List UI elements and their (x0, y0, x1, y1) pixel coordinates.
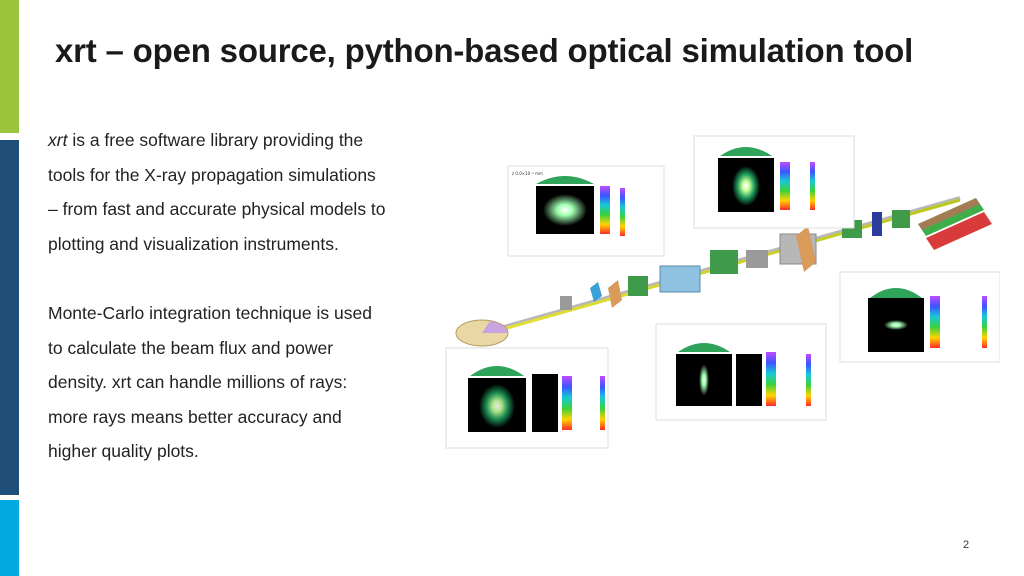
xrt-emphasis: xrt (48, 130, 68, 150)
beam-profile-plot (693, 135, 855, 229)
accent-bar-bottom (0, 500, 19, 576)
slide-title: xrt – open source, python-based optical … (55, 32, 914, 69)
beamline-figure: z 0.0×10⁻⁴ mm (445, 135, 1000, 449)
slit-element (560, 296, 572, 310)
aperture-element (628, 276, 648, 296)
accent-bar-top (0, 0, 19, 133)
text-line: Monte-Carlo integration technique is use… (48, 303, 372, 323)
text-line: tools for the X-ray propagation simulati… (48, 164, 376, 185)
page-number: 2 (963, 539, 970, 551)
crystal-element (590, 282, 602, 302)
source-wedge (482, 321, 508, 333)
beam-profile-plot (839, 271, 1000, 363)
beam-profile-plot: z 0.0×10⁻⁴ mm (507, 165, 665, 257)
intro-paragraph: xrt is a free software library providing… (48, 123, 428, 261)
undulator-element (918, 198, 992, 250)
text-line: density. xrt can handle millions of rays… (48, 372, 348, 392)
text-line: higher quality plots. (48, 441, 199, 461)
text-line: more rays means better accuracy and (48, 406, 342, 427)
aperture-element (892, 210, 910, 228)
monochromator-element (659, 265, 701, 293)
beam-profile-plot (655, 323, 827, 421)
monte-carlo-paragraph: Monte-Carlo integration technique is use… (48, 296, 428, 469)
filter-element (796, 226, 816, 272)
screen-element (710, 250, 738, 274)
svg-text:z 0.0×10⁻⁴ mm: z 0.0×10⁻⁴ mm (512, 171, 543, 176)
filter-element (608, 280, 622, 308)
text-line: – from fast and accurate physical models… (48, 199, 386, 219)
text-line-rest: is a free software library providing the (67, 130, 364, 150)
detector-element (872, 212, 882, 236)
slit-element (746, 250, 768, 268)
text-line: plotting and visualization instruments. (48, 233, 339, 254)
text-line: to calculate the beam flux and power (48, 337, 334, 358)
text-line: xrt is a free software library providing… (48, 123, 428, 158)
beam-profile-plot (445, 347, 609, 449)
accent-bar-middle (0, 140, 19, 495)
